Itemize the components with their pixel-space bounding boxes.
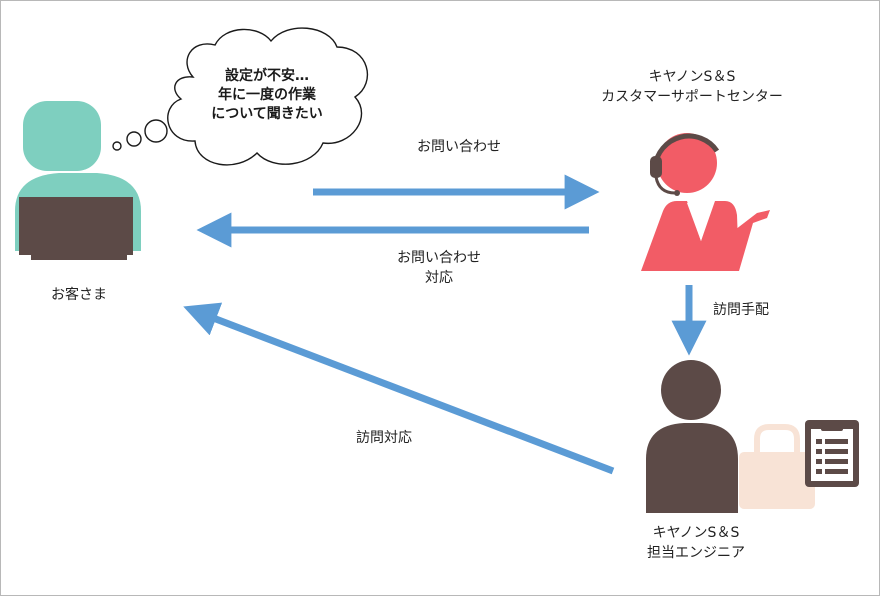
engineer-line-1: キヤノンS＆S bbox=[652, 525, 740, 541]
inquiry-response-line-1: お問い合わせ bbox=[397, 250, 481, 266]
support-center-line-1: キヤノンS＆S bbox=[648, 69, 736, 85]
thought-line-2: 年に一度の作業 bbox=[218, 87, 316, 103]
arrow-visit-response bbox=[183, 302, 615, 475]
customer-label: お客さま bbox=[51, 287, 107, 303]
engineer-label: キヤノンS＆S 担当エンジニア bbox=[616, 523, 776, 563]
customer-icon bbox=[15, 101, 141, 260]
headset-operator-icon bbox=[641, 133, 770, 271]
thought-bubble-text: 設定が不安… 年に一度の作業 について聞きたい bbox=[197, 67, 337, 124]
visit-arrangement-label: 訪問手配 bbox=[713, 302, 769, 318]
thought-cloud-icon bbox=[112, 27, 369, 166]
engineer-line-2: 担当エンジニア bbox=[647, 545, 745, 561]
support-center-label: キヤノンS＆S カスタマーサポートセンター bbox=[587, 67, 797, 107]
inquiry-response-line-2: 対応 bbox=[425, 270, 453, 286]
inquiry-response-label: お問い合わせ 対応 bbox=[369, 248, 509, 288]
thought-line-1: 設定が不安… bbox=[225, 68, 309, 84]
support-center-line-2: カスタマーサポートセンター bbox=[601, 89, 783, 105]
inquiry-label: お問い合わせ bbox=[417, 139, 501, 155]
thought-line-3: について聞きたい bbox=[211, 106, 323, 122]
engineer-with-bag-and-clipboard-icon bbox=[646, 360, 859, 513]
visit-response-label: 訪問対応 bbox=[356, 430, 412, 446]
